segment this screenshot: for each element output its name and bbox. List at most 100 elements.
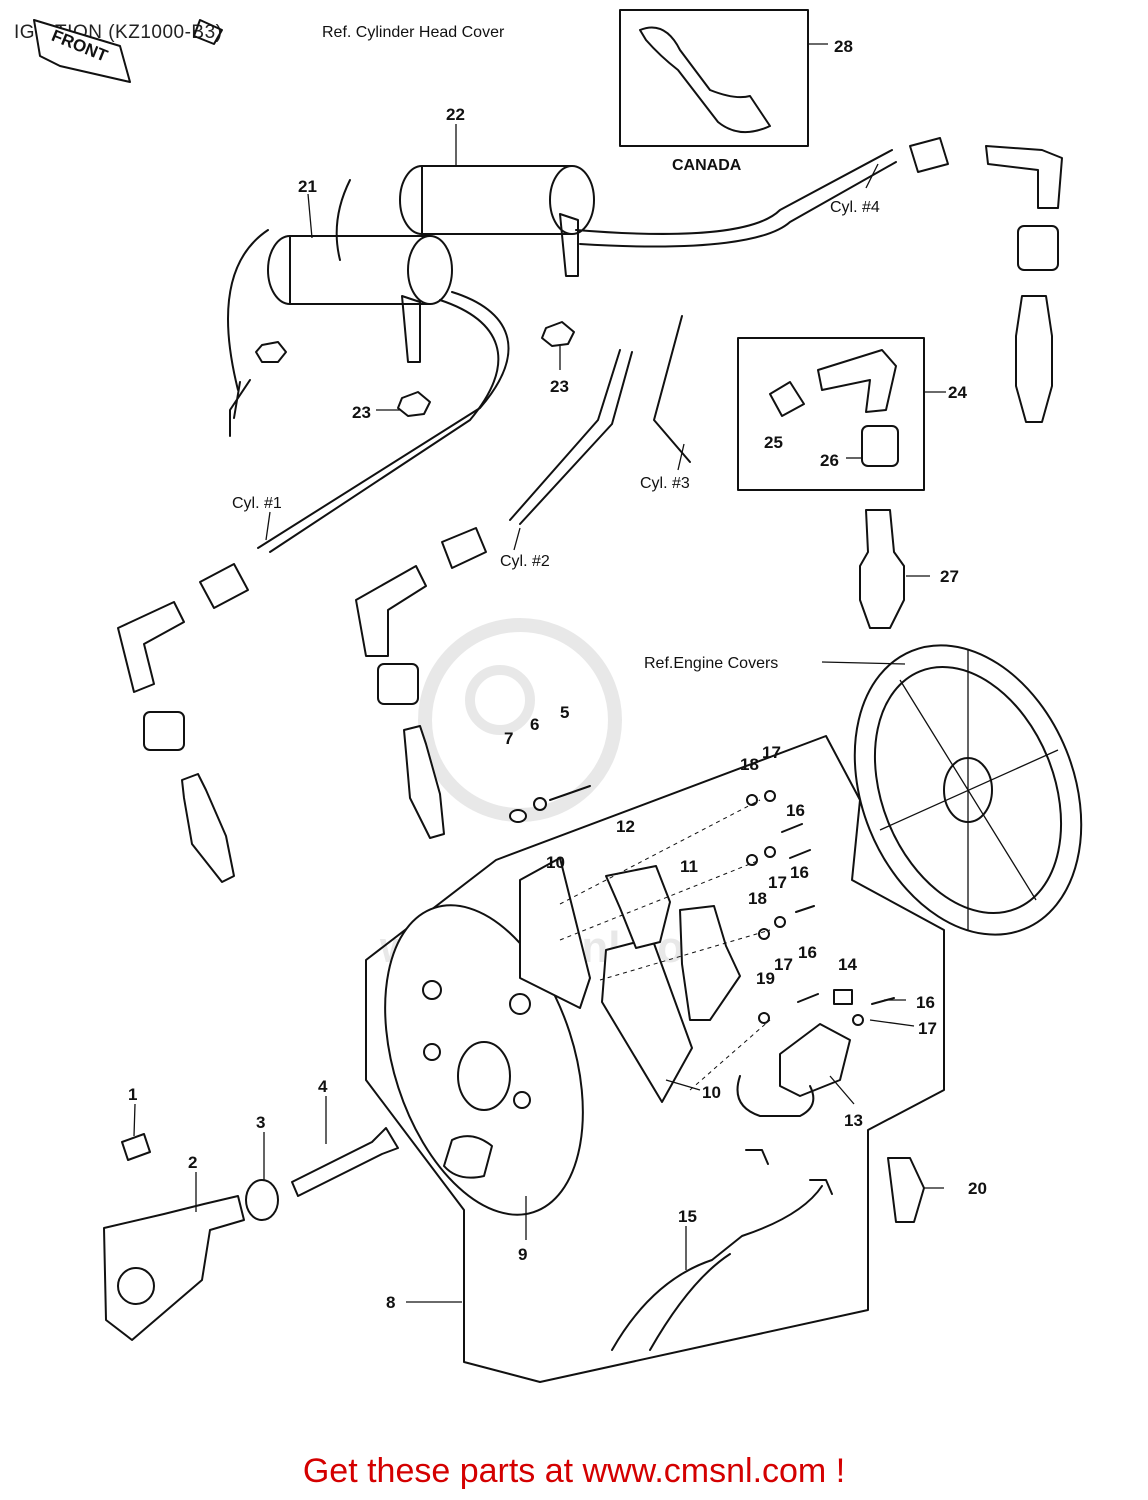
callout-9: 9 xyxy=(518,1245,527,1264)
callout-11: 11 xyxy=(680,857,698,876)
callout-26: 26 xyxy=(820,451,839,470)
pin-1-icon xyxy=(121,1133,151,1161)
ht-lead-cyl4 xyxy=(575,149,893,235)
washer-6-icon xyxy=(533,797,547,811)
callout-17-top: 17 xyxy=(762,743,781,762)
advancer-2-icon xyxy=(103,1195,245,1341)
callout-24: 24 xyxy=(948,383,967,402)
ht-lead-cyl4-b xyxy=(579,161,897,248)
callout-13: 13 xyxy=(844,1111,863,1130)
nut-23-right-icon xyxy=(541,321,575,347)
cyl2-spark-plug-icon xyxy=(403,725,445,839)
cyl2-seal-icon xyxy=(377,663,419,705)
clamp-20-icon xyxy=(887,1157,925,1223)
callout-1: 1 xyxy=(128,1085,137,1104)
callout-2: 2 xyxy=(188,1153,197,1172)
assembly-outline-8 xyxy=(365,735,945,1383)
label-cyl-4: Cyl. #4 xyxy=(830,199,880,216)
inset-box-24 xyxy=(737,337,946,491)
callout-16-top: 16 xyxy=(786,801,805,820)
screws-and-washers xyxy=(746,790,895,1026)
lead-terminals-icon xyxy=(745,1149,833,1195)
canada-plug-cap-icon xyxy=(639,26,771,133)
seal-26-icon xyxy=(861,425,899,467)
cyl2-plug-cap-icon xyxy=(355,565,427,657)
cyl4-boot-icon xyxy=(909,137,949,173)
ignition-coil-21 xyxy=(267,235,453,363)
cyl1-spark-plug-icon xyxy=(181,773,235,883)
callout-16-mid: 16 xyxy=(790,863,809,882)
cyl1-plug-cap-icon xyxy=(117,601,185,693)
callout-25: 25 xyxy=(764,433,783,452)
label-cyl-1: Cyl. #1 xyxy=(232,495,282,512)
bearing-3-icon xyxy=(245,1179,279,1221)
callout-17-right: 17 xyxy=(918,1019,937,1038)
condenser-13-icon xyxy=(779,1023,851,1097)
callout-6: 6 xyxy=(530,715,539,734)
canada-label: CANADA xyxy=(672,157,742,174)
cyl2-boot-icon xyxy=(441,527,487,569)
engine-cover-ring xyxy=(853,644,1083,936)
contact-breaker-12-icon xyxy=(605,865,671,949)
ht-lead-cyl1-b xyxy=(257,291,510,549)
ref-engine-covers: Ref.Engine Covers xyxy=(644,655,778,672)
cyl4-spark-plug-icon xyxy=(1015,295,1053,423)
bolt-4-icon xyxy=(291,1127,399,1197)
callout-16-lower: 16 xyxy=(798,943,817,962)
ht-lead-cyl1 xyxy=(269,299,500,553)
callout-3: 3 xyxy=(256,1113,265,1132)
callout-23-right: 23 xyxy=(550,377,569,396)
callout-16-right: 16 xyxy=(916,993,935,1012)
contact-breaker-11-icon xyxy=(679,905,741,1021)
callout-10-upper: 10 xyxy=(546,853,565,872)
coil-22-primary-wire xyxy=(335,179,351,261)
callout-10-lower: 10 xyxy=(702,1083,721,1102)
callout-4: 4 xyxy=(318,1077,328,1096)
cylinder-head-clip-icon xyxy=(193,19,223,45)
callout-7: 7 xyxy=(504,729,513,748)
callout-23-left: 23 xyxy=(352,403,371,422)
coil-primary-wire xyxy=(227,229,269,391)
ref-cylinder-head-cover: Ref. Cylinder Head Cover xyxy=(322,24,505,41)
bracket-14-icon xyxy=(833,989,853,1005)
cyl4-plug-cap-icon xyxy=(985,145,1063,209)
callout-14: 14 xyxy=(838,955,857,974)
callout-22: 22 xyxy=(446,105,465,124)
boot-25-icon xyxy=(769,381,805,417)
callout-18-mid: 18 xyxy=(748,889,767,908)
nut-23-left-icon xyxy=(397,391,431,417)
condenser-lead-icon xyxy=(736,1075,815,1117)
callout-28: 28 xyxy=(834,37,853,56)
footer-link[interactable]: Get these parts at www.cmsnl.com ! xyxy=(302,1452,846,1490)
callout-19: 19 xyxy=(756,969,775,988)
washer-7-icon xyxy=(509,809,527,823)
callout-27: 27 xyxy=(940,567,959,586)
callout-18-top: 18 xyxy=(740,755,759,774)
callout-8: 8 xyxy=(386,1293,395,1312)
screw-5-icon xyxy=(549,785,591,801)
spark-plug-27-icon xyxy=(859,509,905,629)
cyl4-seal-icon xyxy=(1017,225,1059,271)
callout-5: 5 xyxy=(560,703,569,722)
plate-10-upper-icon xyxy=(519,857,591,1009)
ht-lead-cyl3 xyxy=(653,315,691,463)
callout-21: 21 xyxy=(298,177,317,196)
coil-lead-connector xyxy=(229,379,251,437)
callout-17-mid: 17 xyxy=(768,873,787,892)
callout-12: 12 xyxy=(616,817,635,836)
label-cyl-3: Cyl. #3 xyxy=(640,475,690,492)
cyl1-seal-icon xyxy=(143,711,185,751)
callout-20: 20 xyxy=(968,1179,987,1198)
cyl1-boot-icon xyxy=(199,563,249,609)
coil-nut-icon xyxy=(255,341,287,363)
callout-15: 15 xyxy=(678,1207,697,1226)
label-cyl-2: Cyl. #2 xyxy=(500,553,550,570)
plug-cap-24-icon xyxy=(817,349,897,413)
lead-wire-15-icon xyxy=(611,1185,823,1351)
callout-17-lower: 17 xyxy=(774,955,793,974)
ignition-coil-22 xyxy=(399,165,595,277)
front-arrow-badge: FRONT xyxy=(33,19,223,83)
ht-lead-cyl2 xyxy=(509,349,621,521)
ht-lead-cyl2-b xyxy=(519,351,633,525)
